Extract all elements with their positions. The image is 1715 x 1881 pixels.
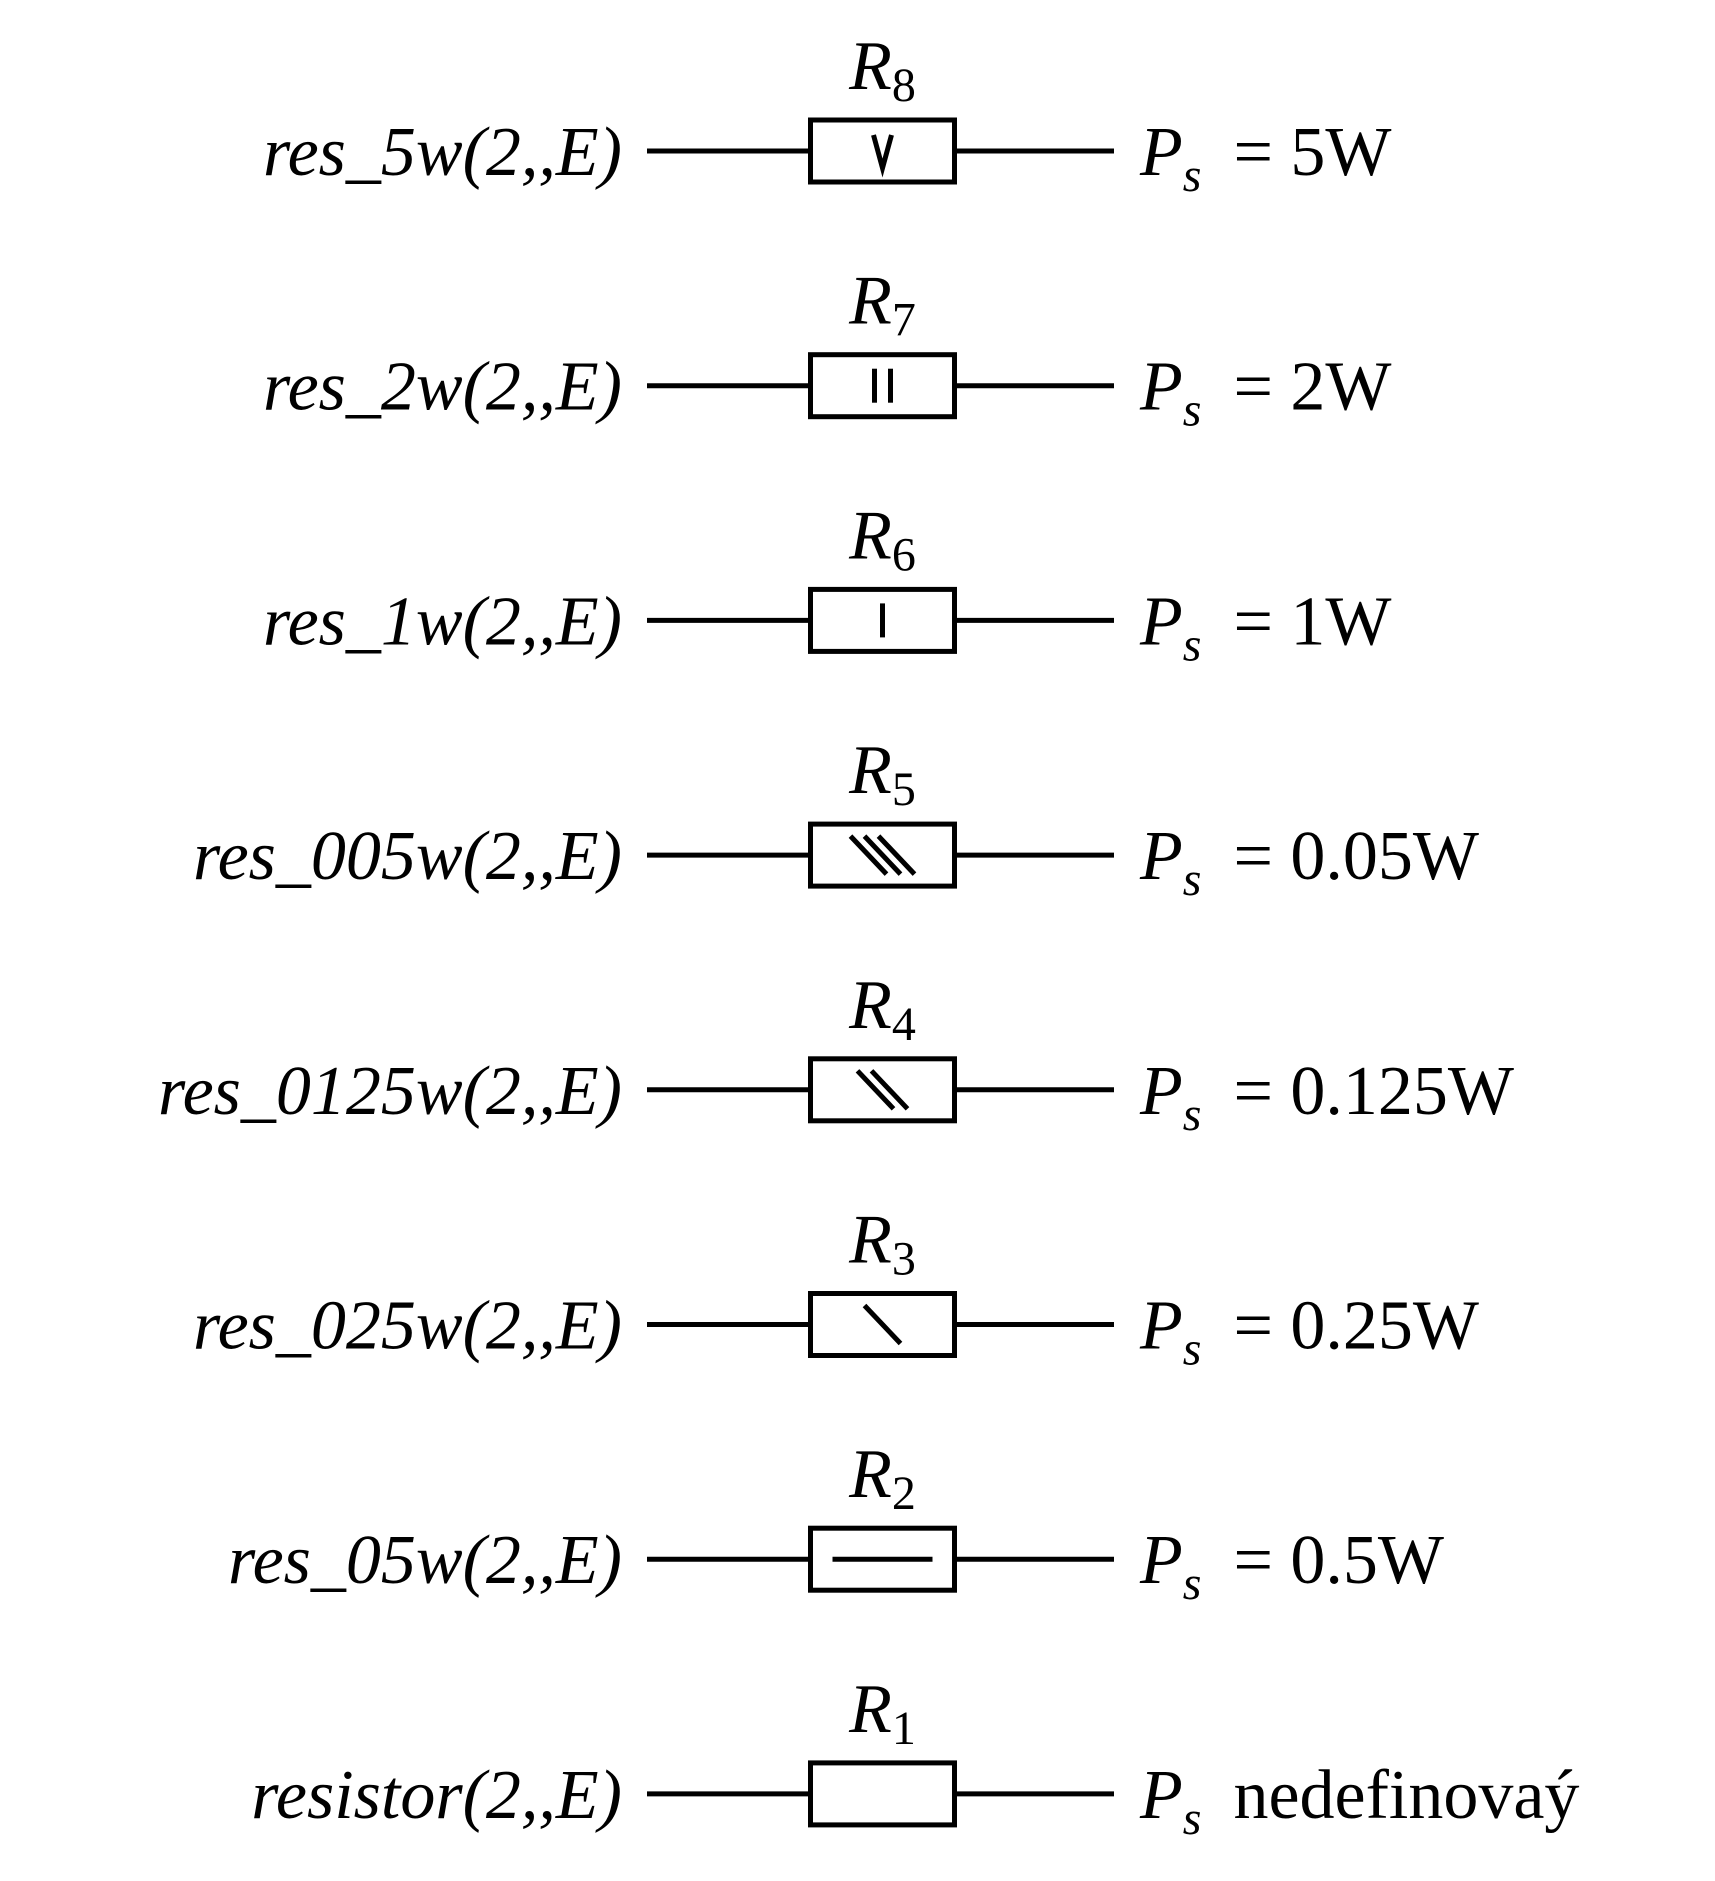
power-value: = 0.125W [1233,1053,1514,1130]
function-label: resistor(2,,E) [251,1757,622,1834]
power-value: = 0.05W [1233,818,1479,895]
power-value: = 1W [1233,583,1391,660]
power-subscript: s [1183,384,1202,437]
power-subscript: s [1183,1792,1202,1845]
resistor-body [808,1056,957,1124]
resistor-designator: R6 [848,497,916,581]
function-label: res_025w(2,,E) [193,1288,622,1365]
power-symbol: P [1139,1757,1183,1834]
designator-index: 3 [892,1233,916,1286]
designator-letter: R [848,28,892,105]
designator-index: 1 [892,1702,916,1755]
designator-letter: R [848,1436,892,1513]
power-rating: Ps = 2W [1139,349,1392,437]
power-symbol: P [1139,349,1183,426]
power-symbol: P [1139,1288,1183,1365]
function-label: res_05w(2,,E) [228,1522,622,1599]
power-rating: Ps nedefinovaý [1139,1757,1579,1845]
resistor-designator: R4 [848,967,916,1051]
resistor-body [808,1760,957,1828]
designator-index: 6 [892,528,916,581]
power-rating: Ps = 0.125W [1139,1053,1514,1141]
power-rating: Ps = 5W [1139,114,1392,202]
designator-index: 2 [892,1467,916,1520]
resistor-designator: R8 [848,28,916,112]
power-rating: Ps = 0.5W [1139,1522,1444,1610]
resistor-designator: R1 [848,1671,916,1755]
power-symbol: P [1139,1053,1183,1130]
function-label: res_1w(2,,E) [263,583,622,660]
power-value: = 0.25W [1233,1288,1479,1365]
power-subscript: s [1183,149,1202,202]
power-symbol: P [1139,114,1183,191]
designator-letter: R [848,497,892,574]
power-rating: Ps = 1W [1139,583,1392,671]
resistor-designator: R5 [848,732,916,816]
designator-letter: R [848,967,892,1044]
designator-index: 5 [892,763,916,816]
designator-index: 4 [892,998,916,1051]
designator-index: 8 [892,59,916,112]
designator-letter: R [848,1671,892,1748]
resistor-body [808,821,957,889]
power-symbol: P [1139,818,1183,895]
power-marking-slash3 [848,834,917,876]
function-label: res_5w(2,,E) [263,114,622,191]
resistor-body [808,352,957,420]
resistor-designator: R2 [848,1436,916,1520]
power-marking-V [871,134,894,178]
power-marking-II [872,368,893,403]
power-subscript: s [1183,1557,1202,1610]
designator-letter: R [848,732,892,809]
power-value: = 2W [1233,349,1391,426]
power-subscript: s [1183,1088,1202,1141]
power-value: = 5W [1233,114,1391,191]
power-symbol: P [1139,583,1183,660]
designator-index: 7 [892,294,916,347]
power-rating: Ps = 0.25W [1139,1288,1479,1376]
function-label: res_0125w(2,,E) [158,1053,622,1130]
resistor-designator: R7 [848,263,916,347]
power-subscript: s [1183,1323,1202,1376]
designator-letter: R [848,1202,892,1279]
power-subscript: s [1183,618,1202,671]
power-value: nedefinovaý [1233,1757,1579,1834]
power-marking-slash1 [862,1303,903,1346]
resistor-designator: R3 [848,1202,916,1286]
power-rating: Ps = 0.05W [1139,818,1479,906]
designator-letter: R [848,263,892,340]
power-value: = 0.5W [1233,1522,1444,1599]
function-label: res_2w(2,,E) [263,349,622,426]
power-subscript: s [1183,853,1202,906]
power-marking-slash2 [855,1069,910,1111]
function-label: res_005w(2,,E) [193,818,622,895]
power-symbol: P [1139,1522,1183,1599]
